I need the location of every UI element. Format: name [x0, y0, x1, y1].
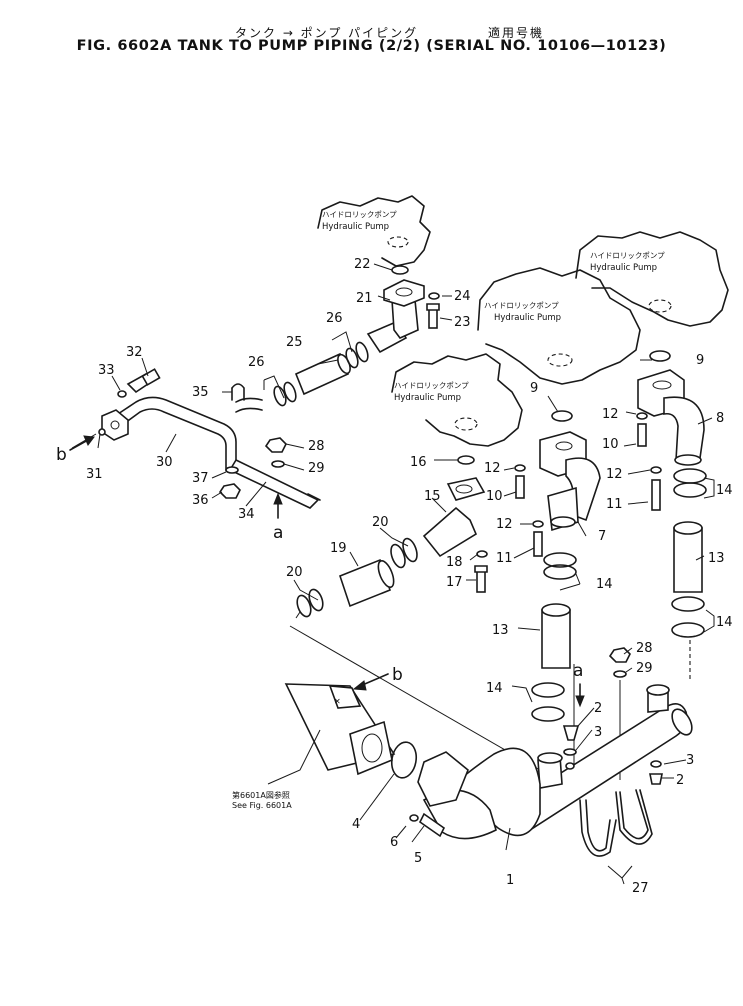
callout-17: 17 [446, 575, 463, 590]
callout-34: 34 [238, 507, 255, 522]
callout-29: 29 [308, 461, 325, 476]
pump-label-en: Hydraulic Pump [494, 313, 561, 323]
japanese-serial-label: 適用号機 [487, 26, 544, 40]
hose-19-assembly [296, 455, 488, 618]
pump-outline-4: ハイドロリックポンプ Hydraulic Pump [391, 353, 523, 447]
callout-32: 32 [126, 345, 143, 360]
callout-3: 3 [594, 725, 602, 740]
figure-title: FIG. 6602A TANK TO PUMP PIPING (2/2) (SE… [76, 38, 667, 54]
pipe-30-assembly [98, 368, 321, 509]
callout-25: 25 [286, 335, 303, 350]
callout-16: 16 [410, 455, 427, 470]
callout-20: 20 [372, 515, 389, 530]
pump-outline-1: ハイドロリックポンプ Hydraulic Pump [317, 195, 431, 267]
callout-9: 9 [696, 353, 704, 368]
callout-9: 9 [530, 381, 538, 396]
callout-22: 22 [354, 257, 371, 272]
pump-outline-3: ハイドロリックポンプ Hydraulic Pump [477, 267, 641, 385]
callout-7: 7 [598, 529, 606, 544]
callout-11: 11 [496, 551, 513, 566]
callout-26: 26 [248, 355, 265, 370]
callout-12: 12 [602, 407, 619, 422]
callout-11: 11 [606, 497, 623, 512]
letter-a: a [573, 661, 583, 681]
callout-14: 14 [716, 483, 733, 498]
hose-25-assembly [273, 265, 440, 407]
japanese-title: タンク → ポンプ パイピング [235, 26, 419, 40]
main-pipe-1: ✕ [284, 611, 693, 857]
callout-14: 14 [596, 577, 613, 592]
callout-10: 10 [602, 437, 619, 452]
callout-14: 14 [716, 615, 733, 630]
callout-36: 36 [192, 493, 209, 508]
callout-18: 18 [446, 555, 463, 570]
callout-3: 3 [686, 753, 694, 768]
pump-label-jp: ハイドロリックポンプ [484, 301, 559, 310]
callout-4: 4 [352, 817, 360, 832]
callout-26: 26 [326, 311, 343, 326]
pump-label-jp: ハイドロリックポンプ [322, 210, 397, 219]
callout-29: 29 [636, 661, 653, 676]
letter-b: b [56, 445, 67, 465]
callout-31: 31 [86, 467, 103, 482]
callout-2: 2 [676, 773, 684, 788]
callout-labels: 1 2 2 3 3 4 5 6 7 8 9 9 10 10 11 11 12 1… [86, 257, 733, 896]
callout-8: 8 [716, 411, 724, 426]
callout-21: 21 [356, 291, 373, 306]
callout-20: 20 [286, 565, 303, 580]
callout-10: 10 [486, 489, 503, 504]
svg-text:✕: ✕ [334, 697, 341, 706]
callout-24: 24 [454, 289, 471, 304]
callout-37: 37 [192, 471, 209, 486]
callout-15: 15 [424, 489, 441, 504]
reference-jp: 第6601A図参照 [232, 790, 290, 800]
pump-label-en: Hydraulic Pump [322, 222, 389, 232]
callout-23: 23 [454, 315, 471, 330]
callout-28: 28 [636, 641, 653, 656]
callout-14: 14 [486, 681, 503, 696]
elbow-8-assembly [608, 350, 707, 678]
japanese-header: タンク → ポンプ パイピング 適用号機 [0, 24, 743, 41]
leader-lines [71, 263, 715, 885]
letter-b: b [392, 665, 403, 685]
callout-13: 13 [708, 551, 725, 566]
callout-12: 12 [496, 517, 513, 532]
pump-label-en: Hydraulic Pump [394, 393, 461, 403]
callout-12: 12 [484, 461, 501, 476]
callout-2: 2 [594, 701, 602, 716]
pump-label-jp: ハイドロリックポンプ [394, 381, 469, 390]
callout-35: 35 [192, 385, 209, 400]
callout-33: 33 [98, 363, 115, 378]
reference-note: 第6601A図参照 See Fig. 6601A [232, 790, 292, 810]
callout-6: 6 [390, 835, 398, 850]
callout-13: 13 [492, 623, 509, 638]
callout-19: 19 [330, 541, 347, 556]
reference-arrows: a a b b [56, 435, 585, 708]
callout-5: 5 [414, 851, 422, 866]
pump-outline-2: ハイドロリックポンプ Hydraulic Pump [575, 231, 729, 327]
reference-en: See Fig. 6601A [232, 801, 292, 810]
letter-a: a [273, 523, 283, 543]
pump-label-en: Hydraulic Pump [590, 263, 657, 273]
callout-27: 27 [632, 881, 649, 896]
callout-30: 30 [156, 455, 173, 470]
pump-label-jp: ハイドロリックポンプ [590, 251, 665, 260]
callout-12: 12 [606, 467, 623, 482]
callout-1: 1 [506, 873, 514, 888]
callout-28: 28 [308, 439, 325, 454]
elbow-7-assembly [514, 410, 601, 722]
